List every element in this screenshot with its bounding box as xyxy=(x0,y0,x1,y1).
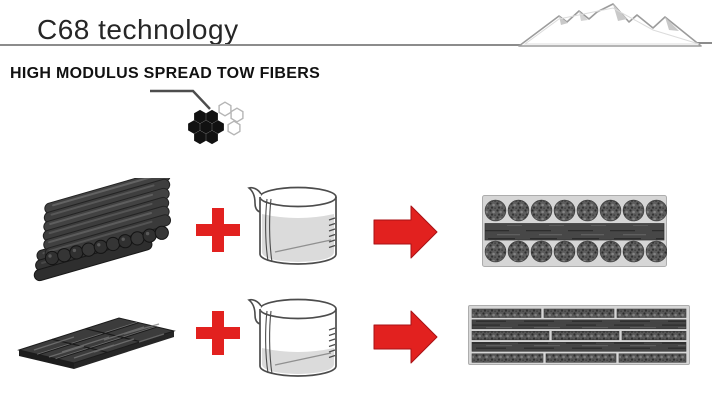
arrow-right-icon xyxy=(373,308,439,366)
title-rule-right xyxy=(694,42,712,44)
spread-tow-sheet xyxy=(14,312,182,372)
laminate-cross-section xyxy=(468,305,690,365)
stacked-fiber-tows xyxy=(22,178,174,282)
tow-composite-cross-section xyxy=(482,195,667,267)
leader-line xyxy=(148,88,218,112)
mountain-range-icon xyxy=(515,2,711,48)
beaker-icon xyxy=(245,296,345,388)
subtitle-label: HIGH MODULUS SPREAD TOW FIBERS xyxy=(10,65,321,82)
beaker-icon xyxy=(245,184,345,276)
title-rule xyxy=(0,44,531,46)
page-title: C68 technology xyxy=(37,14,239,45)
plus-icon xyxy=(195,207,241,253)
honeycomb-fiber-icon xyxy=(170,100,252,150)
arrow-right-icon xyxy=(373,203,439,261)
plus-icon xyxy=(195,310,241,356)
